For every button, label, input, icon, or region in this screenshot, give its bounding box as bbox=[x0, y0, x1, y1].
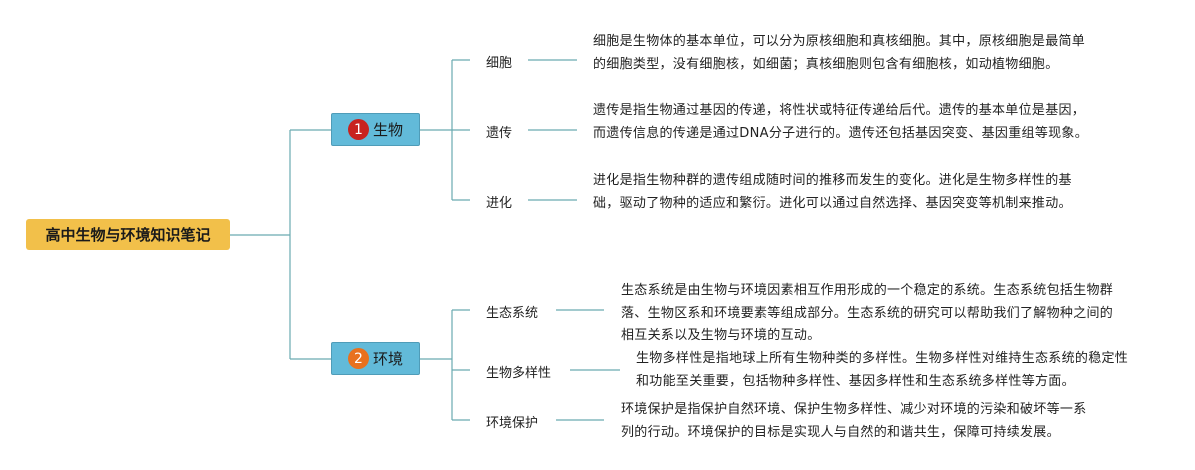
leaf-node-heredity[interactable]: 遗传 bbox=[486, 126, 513, 141]
leaf-description-environmental-protection: 环境保护是指保护自然环境、保护生物多样性、减少对环境的污染和破坏等一系列的行动。… bbox=[621, 402, 1087, 440]
number-badge-icon: 1 bbox=[347, 119, 369, 140]
leaf-description-cell: 细胞是生物体的基本单位，可以分为原核细胞和真核细胞。其中，原核细胞是最简单的细胞… bbox=[593, 34, 1086, 72]
branch-node-environment[interactable]: 2 环境 bbox=[331, 342, 420, 375]
leaf-node-ecosystem[interactable]: 生态系统 bbox=[486, 306, 539, 321]
leaf-node-cell[interactable]: 细胞 bbox=[486, 56, 513, 71]
root-label: 高中生物与环境知识笔记 bbox=[45, 226, 211, 244]
leaf-node-evolution[interactable]: 进化 bbox=[486, 196, 513, 211]
leaf-description-heredity: 遗传是指生物通过基因的传递，将性状或特征传递给后代。遗传的基本单位是基因，而遗传… bbox=[593, 103, 1089, 141]
leaf-description-biodiversity: 生物多样性是指地球上所有生物种类的多样性。生物多样性对维持生态系统的稳定性和功能… bbox=[636, 351, 1129, 389]
leaf-description-ecosystem: 生态系统是由生物与环境因素相互作用形成的一个稳定的系统。生态系统包括生物群落、生… bbox=[621, 283, 1114, 343]
branch-2-bracket bbox=[451, 309, 470, 421]
branch-label: 生物 bbox=[372, 121, 403, 139]
leaf-node-biodiversity[interactable]: 生物多样性 bbox=[486, 366, 552, 381]
leaf-node-environmental-protection[interactable]: 环境保护 bbox=[486, 416, 539, 431]
number-badge-icon: 2 bbox=[347, 348, 369, 369]
root-node[interactable]: 高中生物与环境知识笔记 bbox=[26, 219, 230, 250]
branch-label: 环境 bbox=[372, 350, 403, 368]
branch-1-bracket bbox=[451, 59, 470, 201]
branch-node-biology[interactable]: 1 生物 bbox=[331, 113, 420, 146]
root-bracket bbox=[289, 129, 331, 360]
leaf-description-evolution: 进化是指生物种群的遗传组成随时间的推移而发生的变化。进化是生物多样性的基础，驱动… bbox=[593, 173, 1072, 211]
